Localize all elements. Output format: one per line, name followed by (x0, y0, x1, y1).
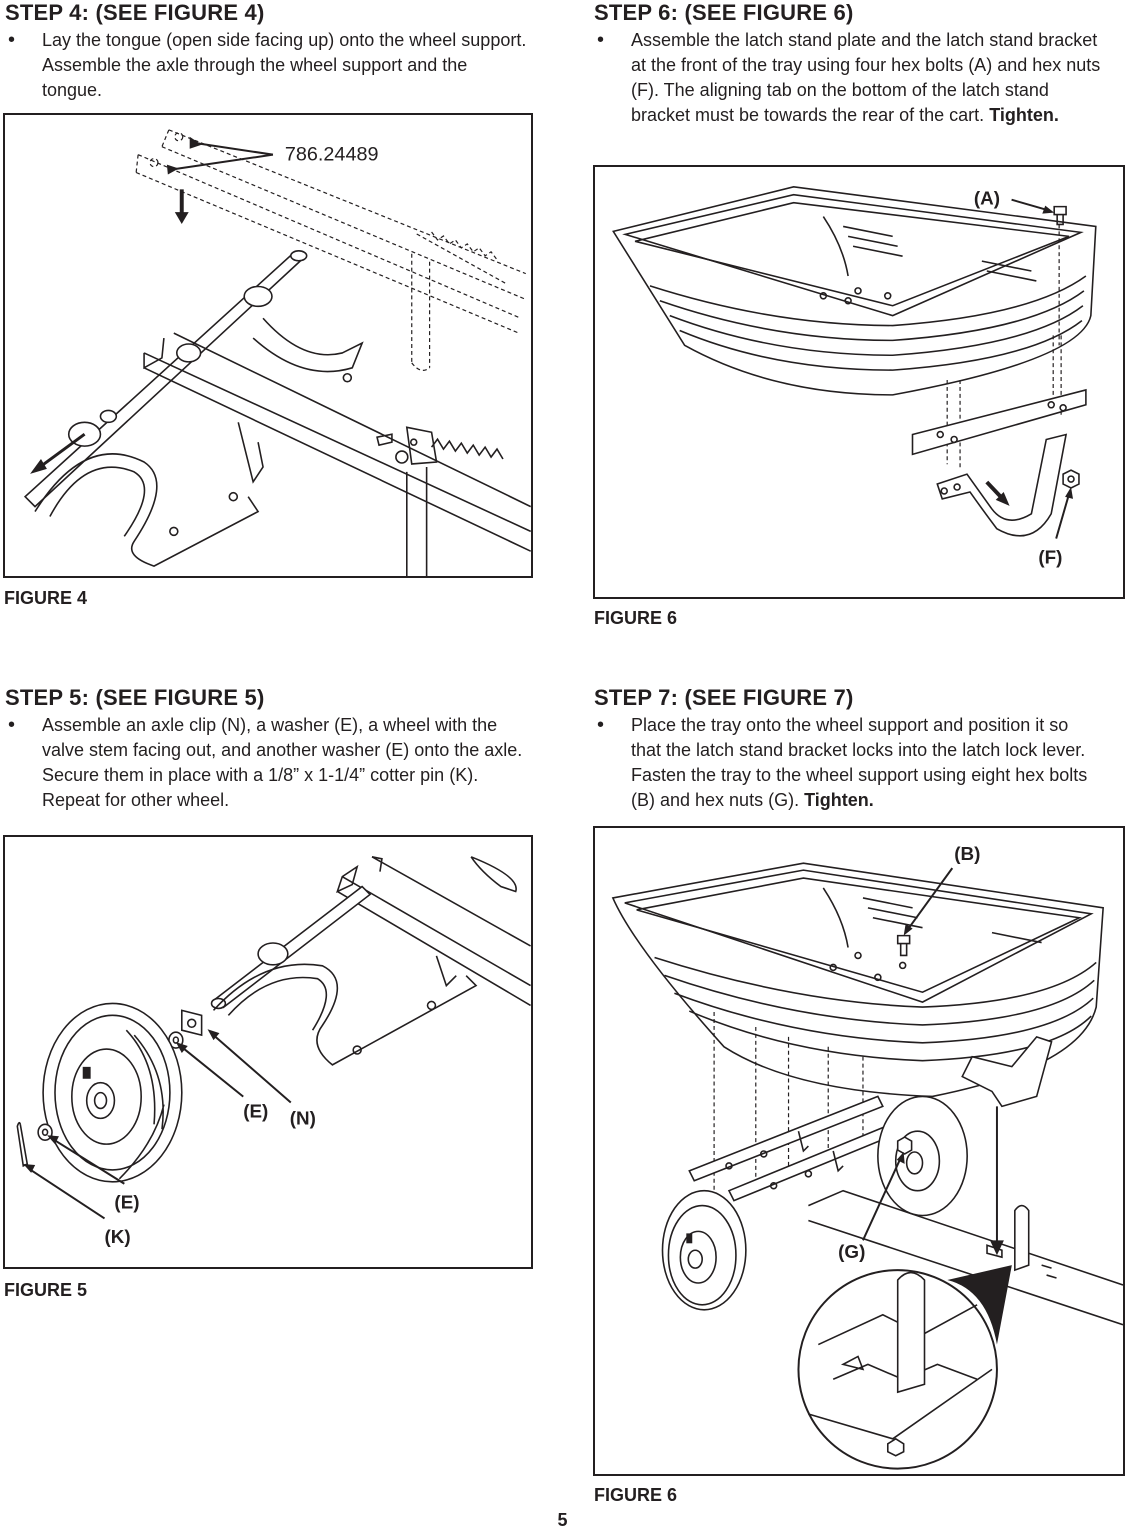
figure-4-illustration: 786.24489 (3, 113, 533, 578)
bullet-marker: • (8, 714, 16, 736)
step-7-title: STEP 7: (SEE FIGURE 7) (594, 685, 854, 710)
bullet-marker: • (597, 29, 605, 51)
figure-6-caption: FIGURE 6 (594, 608, 678, 628)
step-5-instruction: Assemble an axle clip (N), a washer (E),… (42, 715, 523, 810)
step-4-bullet-item: • Lay the tongue (open side facing up) o… (5, 28, 540, 103)
step-6-bullet-item: • Assemble the latch stand plate and the… (594, 28, 1122, 128)
page-number: 5 (557, 1510, 568, 1530)
part-number-label: 786.24489 (285, 144, 379, 166)
figure-7-illustration: (B) (G) (593, 826, 1125, 1476)
washer-e-label: (E) (243, 1100, 268, 1121)
step-7-bullet-item: • Place the tray onto the wheel support … (594, 713, 1122, 813)
figure-6-illustration: (A) (F) (593, 165, 1125, 599)
axle-assembly-drawing: 786.24489 (23, 129, 531, 576)
step-5-section: STEP 5: (SEE FIGURE 5) • Assemble an axl… (5, 685, 540, 813)
figure-5-caption: FIGURE 5 (4, 1280, 88, 1300)
step-4-section: STEP 4: (SEE FIGURE 4) • Lay the tongue … (5, 0, 540, 103)
bullet-marker: • (8, 29, 16, 51)
figure-5-illustration: (E) (N) (E) (K) (3, 835, 533, 1269)
latch-stand-drawing: (A) (F) (612, 186, 1097, 567)
step-5-bullet-item: • Assemble an axle clip (N), a washer (E… (5, 713, 540, 813)
step-7-instruction-text: Place the tray onto the wheel support an… (631, 715, 1088, 810)
step-5-title: STEP 5: (SEE FIGURE 5) (5, 685, 265, 710)
step-6-section: STEP 6: (SEE FIGURE 6) • Assemble the la… (594, 0, 1122, 128)
step-7-section: STEP 7: (SEE FIGURE 7) • Place the tray … (594, 685, 1122, 813)
wheel-assembly-drawing: (E) (N) (E) (K) (16, 856, 531, 1247)
washer-e-outer-label: (E) (114, 1192, 139, 1213)
step-6-title: STEP 6: (SEE FIGURE 6) (594, 0, 854, 25)
hex-nut-g-label: (G) (838, 1241, 865, 1262)
step-6-instruction: Assemble the latch stand plate and the l… (631, 28, 1122, 128)
hex-bolt-a-label: (A) (974, 188, 1000, 209)
step-6-instruction-text: Assemble the latch stand plate and the l… (631, 30, 1101, 125)
bullet-marker: • (597, 714, 605, 736)
tray-mounting-drawing: (B) (G) (611, 843, 1123, 1470)
step-7-instruction: Place the tray onto the wheel support an… (631, 713, 1122, 813)
hex-nut-f-label: (F) (1038, 546, 1062, 567)
axle-clip-n-label: (N) (290, 1107, 316, 1128)
step-4-instruction: Lay the tongue (open side facing up) ont… (42, 30, 527, 100)
step-4-title: STEP 4: (SEE FIGURE 4) (5, 0, 265, 25)
step-6-tighten: Tighten. (989, 105, 1059, 125)
figure-7-caption: FIGURE 6 (594, 1485, 678, 1505)
cotter-pin-k-label: (K) (105, 1226, 131, 1247)
step-7-tighten: Tighten. (804, 790, 874, 810)
hex-bolt-b-label: (B) (954, 843, 980, 864)
figure-4-caption: FIGURE 4 (4, 588, 88, 608)
